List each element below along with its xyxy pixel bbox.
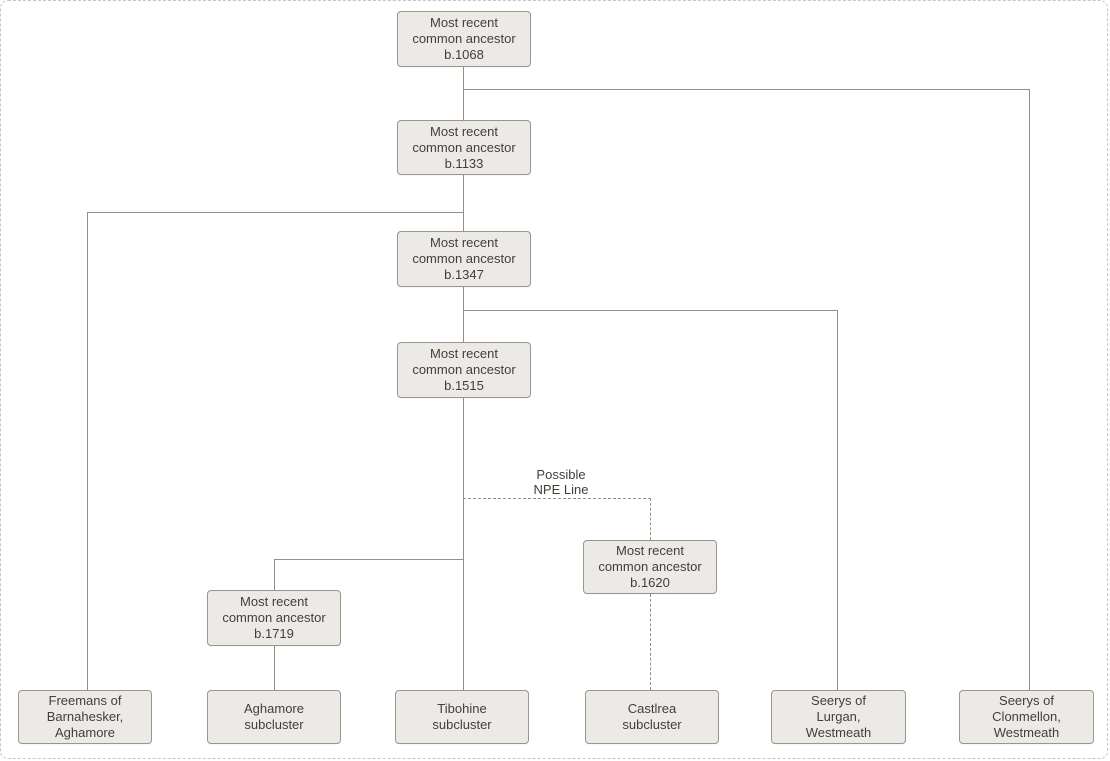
node-seerys-clonmellon: Seerys of Clonmellon, Westmeath [959,690,1094,744]
connector-drop-clonmellon [1029,89,1030,690]
connector-1620-castlrea [650,594,651,690]
connector-npe-into-1620 [650,498,651,540]
connector-drop-lurgan [837,310,838,690]
node-mrca-1515: Most recent common ancestor b.1515 [397,342,531,398]
connector-branch-left [87,212,464,213]
node-mrca-1133: Most recent common ancestor b.1133 [397,120,531,175]
node-mrca-1620: Most recent common ancestor b.1620 [583,540,717,594]
node-tibohine-subcluster: Tibohine subcluster [395,690,529,744]
connector-branch-mid-right [463,310,838,311]
connector-into-1719 [274,559,275,590]
node-aghamore-subcluster: Aghamore subcluster [207,690,341,744]
node-mrca-1719: Most recent common ancestor b.1719 [207,590,341,646]
node-freemans-barnahesker: Freemans of Barnahesker, Aghamore [18,690,152,744]
connector-drop-freemans [87,212,88,690]
node-mrca-1068: Most recent common ancestor b.1068 [397,11,531,67]
node-seerys-lurgan: Seerys of Lurgan, Westmeath [771,690,906,744]
connector-spine-1515-tibohine [463,398,464,690]
connector-branch-1719 [274,559,464,560]
node-mrca-1347: Most recent common ancestor b.1347 [397,231,531,287]
connector-npe-horizontal [463,498,651,499]
connector-branch-top-right [463,89,1030,90]
npe-line-label: Possible NPE Line [533,467,589,497]
connector-spine-1347-1515 [463,287,464,342]
node-castlrea-subcluster: Castlrea subcluster [585,690,719,744]
connector-spine-1133-1347 [463,175,464,231]
connector-spine-1068-1133 [463,67,464,121]
connector-1719-aghamore [274,646,275,690]
